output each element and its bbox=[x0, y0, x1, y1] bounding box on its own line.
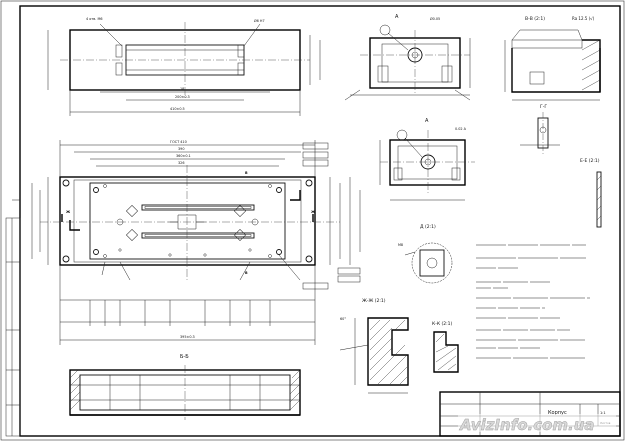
view-a-top-label: А bbox=[395, 14, 399, 20]
svg-text:Ж: Ж bbox=[311, 210, 316, 214]
svg-text:Ж: Ж bbox=[66, 210, 71, 214]
svg-text:ГОСТ 410: ГОСТ 410 bbox=[170, 140, 187, 144]
detail-d: Д (2:1) М8 bbox=[398, 224, 453, 284]
section-ee-label: Е-Е (2:1) bbox=[580, 158, 600, 164]
title-block-name: Корпус bbox=[548, 410, 567, 416]
svg-text:200±0.3: 200±0.3 bbox=[175, 95, 190, 99]
svg-text:18: 18 bbox=[180, 87, 184, 91]
svg-text:410±0.5: 410±0.5 bbox=[170, 107, 185, 111]
view-a-middle: А 0.02 А bbox=[379, 118, 475, 201]
view-a-top: А Ø0.05 bbox=[344, 14, 471, 101]
technical-requirements-block bbox=[476, 244, 590, 359]
section-ee: Е-Е (2:1) bbox=[580, 158, 602, 228]
svg-text:В: В bbox=[245, 171, 248, 175]
bottom-section-view: Б-Б bbox=[69, 354, 301, 420]
svg-text:М8: М8 bbox=[398, 243, 403, 247]
svg-text:360±0.1: 360±0.1 bbox=[176, 154, 191, 158]
main-plan-view: Ж Ж В В ГОСТ 410 390 360±0.1 326 395±0.3 bbox=[31, 140, 361, 345]
svg-text:0.02 А: 0.02 А bbox=[455, 127, 467, 131]
watermark: AvizInfo.com.ua bbox=[458, 414, 616, 434]
section-vv: В-В (2:1) Ra 12.5 (√) bbox=[504, 16, 601, 101]
section-vv-label: В-В (2:1) bbox=[525, 16, 545, 22]
section-kk-label: К-К (2:1) bbox=[432, 321, 452, 327]
detail-d-label: Д (2:1) bbox=[420, 224, 436, 230]
section-zhzh: Ж-Ж (2:1) 60° bbox=[339, 298, 409, 394]
title-block-scale: 1:1 bbox=[600, 411, 606, 415]
svg-text:Ø0.05: Ø0.05 bbox=[430, 16, 440, 21]
svg-text:395±0.3: 395±0.3 bbox=[180, 335, 195, 339]
roughness-mark: Ra 12.5 (√) bbox=[572, 16, 595, 21]
bottom-section-label: Б-Б bbox=[180, 354, 189, 360]
svg-text:4 отв. М6: 4 отв. М6 bbox=[86, 17, 103, 21]
svg-text:390: 390 bbox=[178, 147, 184, 151]
view-a-middle-label: А bbox=[425, 118, 429, 124]
section-zhzh-label: Ж-Ж (2:1) bbox=[362, 298, 386, 304]
svg-text:Ø6 Н7: Ø6 Н7 bbox=[254, 18, 265, 23]
watermark-text: AvizInfo.com.ua bbox=[459, 416, 595, 434]
section-kk: К-К (2:1) bbox=[432, 321, 459, 373]
section-gg-label: Г-Г bbox=[540, 104, 547, 110]
svg-text:60°: 60° bbox=[340, 317, 346, 321]
top-elevation-view: 410±0.5 200±0.3 18 4 отв. М6 Ø6 Н7 bbox=[47, 17, 321, 116]
svg-text:В: В bbox=[245, 271, 248, 275]
svg-text:326: 326 bbox=[178, 161, 184, 165]
left-binding-strip bbox=[5, 217, 21, 437]
section-gg: Г-Г bbox=[520, 104, 560, 155]
